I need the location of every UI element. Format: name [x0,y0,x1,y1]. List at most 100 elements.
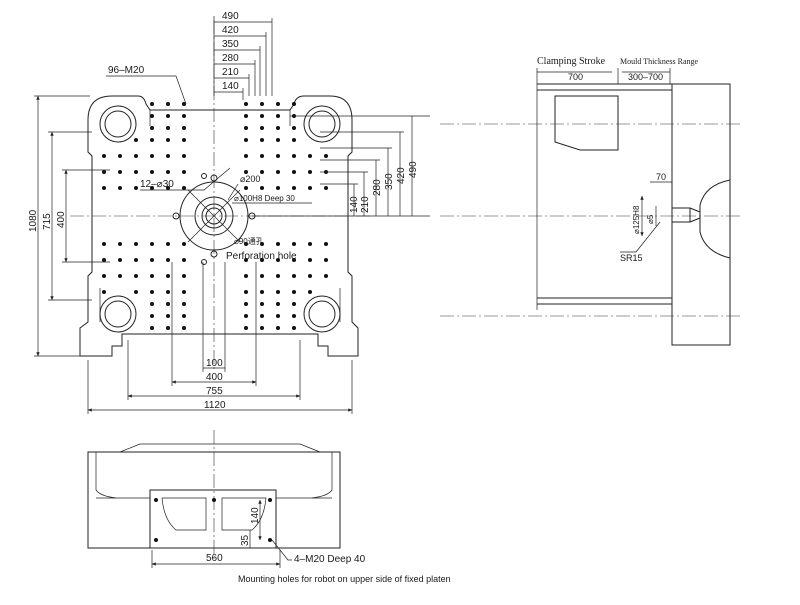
m20-hole [150,102,154,106]
perforation-hole [201,173,207,179]
top-view-outline [87,451,341,549]
m20-hole [134,170,138,174]
m20-hole [150,114,154,118]
m20-hole [182,138,186,142]
m20-hole [324,186,328,190]
m20-hole [260,290,264,294]
m20-hole [324,258,328,262]
robot-hole [268,498,272,502]
fixed-platen [671,83,731,346]
top-view-upper-edge [119,443,321,453]
dim-label: 715 [42,213,53,230]
dim-label: 350 [222,39,239,50]
m20-hole [244,326,248,330]
tie-bar-holes [99,105,341,333]
leader-96-m20 [106,75,187,105]
m20-hole [292,274,296,278]
dim-label: 400 [206,372,223,383]
m20-hole [182,314,186,318]
m20-hole [166,126,170,130]
locating-bore [201,203,227,229]
m20-hole [166,154,170,158]
tie-bar-lower [537,297,672,305]
m20-hole [260,126,264,130]
bore-dim: ⌀125H8 [632,205,641,234]
dim-label: 420 [222,25,239,36]
m20-hole [166,326,170,330]
m20-hole [102,154,106,158]
m20-hole [292,258,296,262]
top-dimensions: 490 420 350 280 210 140 [213,11,273,100]
leader-m20 [271,539,292,561]
m20-hole [118,186,122,190]
m20-hole [292,302,296,306]
side-view: Clamping Stroke Mould Thickness Range 70… [440,56,740,346]
m20-hole [150,126,154,130]
m20-hole [134,138,138,142]
dim-label: 420 [396,167,407,184]
m20-hole [182,114,186,118]
m20-hole [150,258,154,262]
m20-hole [276,170,280,174]
dim-ext [48,131,92,301]
m20-hole [150,326,154,330]
nozzle-recess [699,179,731,259]
nozzle-dim: 70 [656,172,666,182]
m20-hole [182,258,186,262]
bolt-circle [179,181,249,251]
m20-hole [166,102,170,106]
m20-hole [292,186,296,190]
leader-12-30 [140,167,231,191]
m20-hole [102,274,106,278]
dim-label: 400 [56,211,67,228]
m20-hole [166,186,170,190]
dim-210 [214,74,250,96]
dim-label: 490 [222,11,239,22]
dim-ext [87,360,353,414]
m20-hole [182,274,186,278]
m20-hole [244,258,248,262]
m20-hole [324,154,328,158]
m20-hole [244,126,248,130]
m20-hole [292,242,296,246]
tie-bar-hole-tl [99,105,137,143]
m20-hole [102,170,106,174]
nozzle-hole: ⌀5 [646,214,655,224]
m20-hole [292,326,296,330]
nozzle-seat [671,207,691,223]
dim-label: 490 [408,161,419,178]
m20-hole [150,138,154,142]
m20-hole [276,102,280,106]
dim-ext [62,169,110,263]
m20-hole [134,290,138,294]
m20-hole [150,314,154,318]
robot-mount-view: 140 35 560 4–M20 Deep 40 Mounting holes … [87,430,451,584]
clamping-stroke-label: Clamping Stroke [537,56,606,67]
dim-ext [202,262,226,372]
through-hole-note: ⌀90通孔 [234,236,264,246]
m20-hole [308,186,312,190]
dim-490 [214,18,273,96]
m20-hole [276,274,280,278]
perforation-hole [210,174,218,182]
m20-hole [260,114,264,118]
m20-hole [166,242,170,246]
m20-hole [324,274,328,278]
leader-200 [227,183,239,201]
m20-hole [244,314,248,318]
dim-verticals [353,116,413,216]
m20-hole [150,170,154,174]
mould-thickness-label: Mould Thickness Range [620,57,699,66]
m20-hole [166,290,170,294]
center-bore-note: ⌀200 [240,174,260,184]
nozzle-tip [689,207,701,223]
dim-vertical-b: 35 [240,534,251,546]
dim-label: 1120 [204,400,226,411]
platen-front-view: 490 420 350 280 210 140 140 210 280 350 … [28,11,430,414]
m20-hole [324,242,328,246]
m20-hole [276,302,280,306]
robot-thread-note: 4–M20 Deep 40 [294,554,366,565]
m20-hole-grid [102,102,328,330]
dim-label: 755 [206,386,223,397]
locating-bore-note: ⌀100H8 Deep 30 [234,194,295,203]
